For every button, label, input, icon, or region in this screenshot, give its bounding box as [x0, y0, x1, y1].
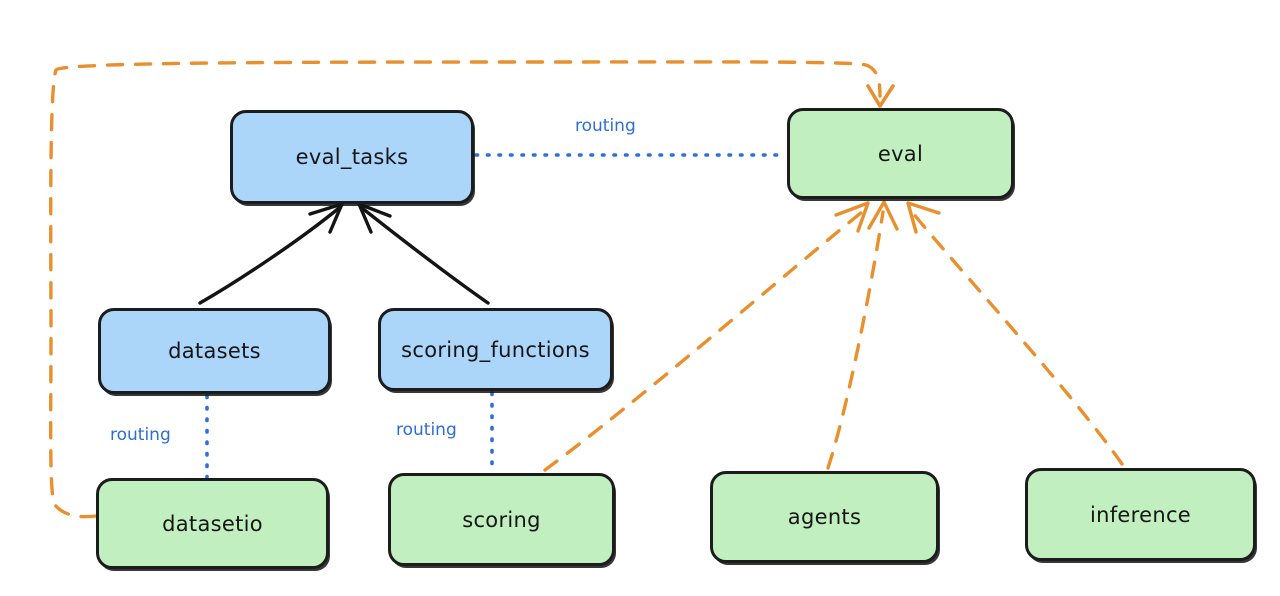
node-label: scoring: [462, 507, 541, 532]
node-eval[interactable]: eval: [787, 108, 1014, 199]
edge-scoring_functions-to-eval_tasks: [357, 202, 490, 305]
node-scoring-functions[interactable]: scoring_functions: [378, 308, 613, 391]
edge-inference-to-eval: [906, 201, 1124, 466]
edge-scoring-to-eval: [543, 201, 870, 472]
node-datasets[interactable]: datasets: [98, 308, 331, 394]
node-label: agents: [787, 505, 862, 529]
node-datasetio[interactable]: datasetio: [96, 478, 329, 569]
edge-datasets-to-eval_tasks: [198, 202, 344, 305]
edge-label-routing-scoring-functions-scoring: routing: [396, 420, 457, 440]
edge-datasetio-to-eval: [48, 60, 895, 519]
node-agents[interactable]: agents: [710, 471, 939, 563]
node-eval-tasks[interactable]: eval_tasks: [230, 110, 474, 204]
node-label: eval: [877, 141, 924, 166]
node-scoring[interactable]: scoring: [388, 473, 615, 566]
node-label: datasetio: [162, 511, 263, 536]
node-label: scoring_functions: [401, 337, 590, 362]
node-label: datasets: [168, 339, 261, 363]
node-inference[interactable]: inference: [1025, 468, 1256, 561]
edge-label-routing-datasets-datasetio: routing: [110, 425, 171, 445]
node-label: inference: [1089, 502, 1192, 527]
node-label: eval_tasks: [295, 145, 409, 169]
edge-label-routing-eval-tasks-eval: routing: [575, 116, 636, 136]
edge-agents-to-eval: [826, 200, 899, 470]
